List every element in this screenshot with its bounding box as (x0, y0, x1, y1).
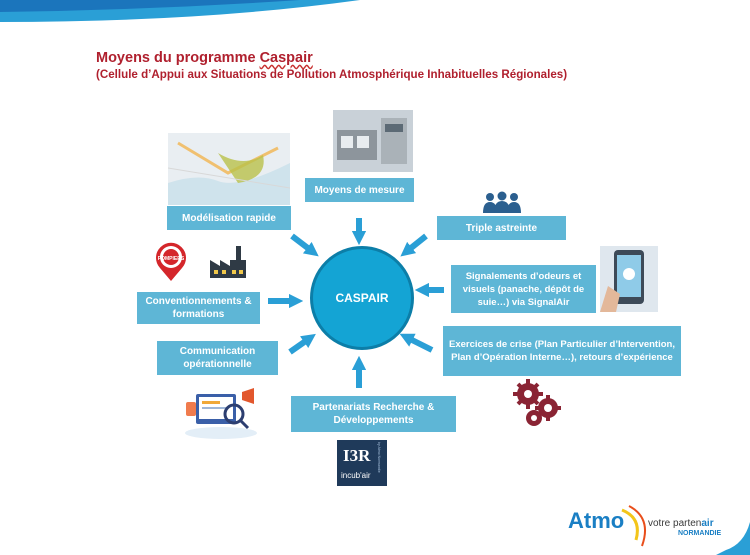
box-communication: Communication opérationnelle (157, 341, 278, 375)
incubair-logo: I3R incub'air by Atmo Normandie (337, 440, 387, 486)
slide-title: Moyens du programme Caspair (96, 50, 313, 66)
communication-illustration (185, 388, 257, 439)
fire-badge-icon: POMPIERS (156, 242, 186, 281)
box-astreinte: Triple astreinte (437, 216, 566, 240)
arrow-from-astreinte (400, 233, 428, 257)
arrow-from-modelisation (290, 233, 319, 257)
gears-icon (513, 379, 561, 426)
box-modelisation: Modélisation rapide (167, 206, 291, 230)
box-exercices: Exercices de crise (Plan Particulier d’I… (443, 326, 681, 376)
incubair-logo-side: by Atmo Normandie (377, 442, 381, 473)
atmo-logo: Atmo votre partenair NORMANDIE (566, 504, 750, 555)
phone-photo (600, 246, 658, 312)
brand-name: Atmo (568, 508, 625, 533)
box-partenariats: Partenariats Recherche & Développements (291, 396, 456, 432)
box-conventionnements: Conventionnements & formations (137, 292, 260, 324)
slide-subtitle: (Cellule d’Appui aux Situations de Pollu… (96, 68, 568, 81)
incubair-logo-label: incub'air (341, 471, 371, 480)
box-signalements: Signalements d’odeurs et visuels (panach… (451, 265, 596, 313)
box-mesure: Moyens de mesure (305, 178, 414, 202)
center-caspair: CASPAIR (310, 246, 414, 350)
brand-tagline: votre partenair (648, 518, 714, 529)
header-swoosh (0, 0, 360, 22)
lab-photo (333, 110, 413, 172)
brand-region: NORMANDIE (678, 530, 722, 537)
atmo-swoosh-icon (621, 505, 750, 555)
arrow-from-exercices (399, 333, 434, 353)
factory-icon (210, 246, 246, 278)
svg-text:POMPIERS: POMPIERS (158, 256, 185, 262)
map-photo (168, 133, 290, 205)
incubair-logo-mark: I3R (343, 446, 371, 465)
arrow-from-communication (288, 333, 316, 355)
people-icon (483, 191, 521, 213)
